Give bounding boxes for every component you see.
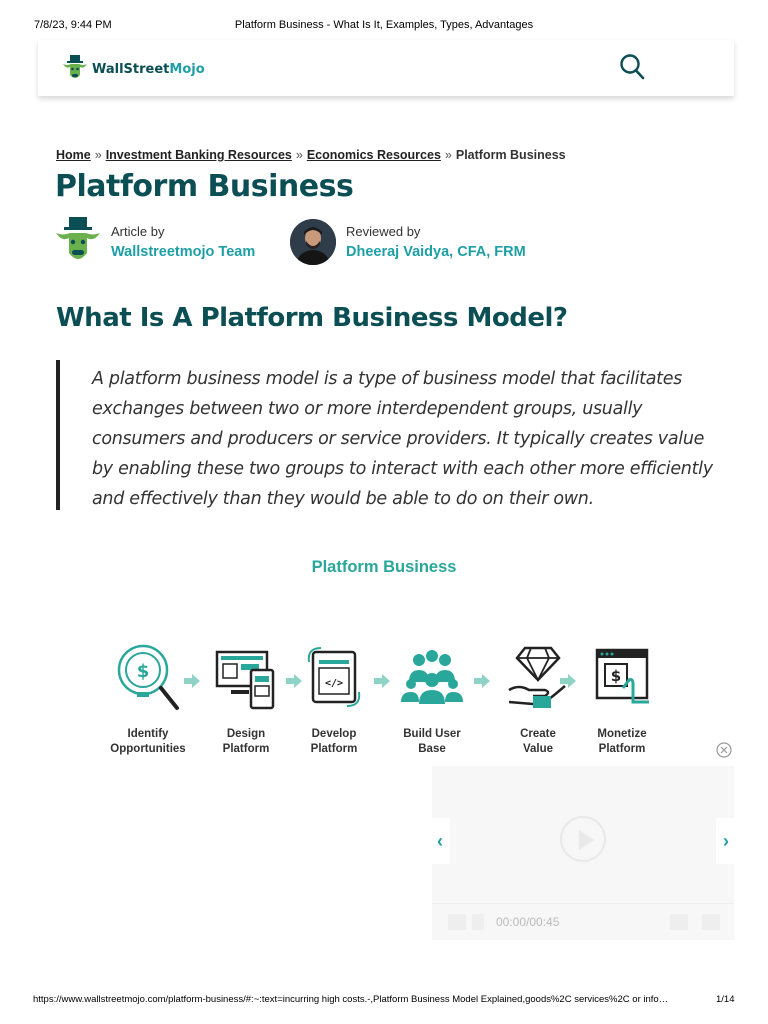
devices-icon — [215, 650, 275, 710]
close-icon[interactable] — [716, 742, 732, 758]
lightbulb-dollar-icon: $ — [117, 644, 179, 710]
site-logo[interactable]: WallStreetMojo — [62, 55, 205, 83]
browser-dollar-icon: $ — [595, 648, 649, 704]
reviewer-avatar — [290, 219, 336, 265]
video-settings-control[interactable] — [670, 914, 688, 930]
video-player[interactable]: 00:00/00:45 — [432, 766, 734, 940]
definition-text: A platform business model is a type of b… — [92, 369, 713, 509]
print-footer: https://www.wallstreetmojo.com/platform-… — [0, 986, 768, 1016]
site-header: WallStreetMojo — [38, 40, 734, 96]
carousel-next-button[interactable]: › — [716, 818, 736, 864]
video-time: 00:00/00:45 — [496, 915, 560, 929]
svg-text:</>: </> — [325, 678, 343, 689]
arrow-right-icon — [184, 674, 200, 688]
print-date: 7/8/23, 9:44 PM — [34, 19, 112, 31]
arrow-right-icon — [374, 674, 390, 688]
figure-title: Platform Business — [311, 558, 457, 576]
print-title: Platform Business - What Is It, Examples… — [234, 19, 534, 31]
section-heading: What Is A Platform Business Model? — [56, 303, 568, 333]
breadcrumb-separator: » — [444, 148, 452, 162]
video-controls: 00:00/00:45 — [432, 903, 734, 940]
breadcrumb-separator: » — [94, 148, 102, 162]
author-role: Article by — [111, 224, 165, 239]
author-byline: Article by Wallstreetmojo Team — [55, 216, 255, 268]
breadcrumb-separator: » — [295, 148, 303, 162]
breadcrumb-home[interactable]: Home — [56, 148, 91, 162]
reviewer-byline: Reviewed by Dheeraj Vaidya, CFA, FRM — [290, 216, 526, 268]
print-header: 7/8/23, 9:44 PM Platform Business - What… — [0, 0, 768, 40]
reviewer-role: Reviewed by — [346, 224, 421, 239]
author-avatar-icon — [56, 217, 100, 259]
code-window-icon: </> — [307, 647, 361, 707]
arrow-right-icon — [474, 674, 490, 688]
arrow-right-icon — [560, 674, 576, 688]
video-fullscreen-control[interactable] — [702, 914, 720, 930]
page-title: Platform Business — [55, 169, 354, 204]
hand-diamond-icon — [508, 646, 566, 708]
carousel-prev-button[interactable]: ‹ — [430, 818, 450, 864]
breadcrumb-current: Platform Business — [455, 148, 566, 162]
reviewer-name-link[interactable]: Dheeraj Vaidya, CFA, FRM — [346, 244, 526, 260]
user-group-icon — [401, 650, 463, 704]
breadcrumb-economics[interactable]: Economics Resources — [306, 148, 441, 162]
arrow-right-icon — [286, 674, 302, 688]
svg-text:$: $ — [611, 667, 621, 685]
video-play-control[interactable] — [448, 914, 466, 930]
definition-blockquote: A platform business model is a type of b… — [56, 360, 716, 510]
author-name-link[interactable]: Wallstreetmojo Team — [111, 244, 256, 260]
search-icon[interactable] — [618, 52, 646, 82]
logo-text: WallStreetMojo — [92, 61, 205, 77]
play-button[interactable] — [560, 816, 606, 862]
bull-logo-icon — [63, 55, 87, 78]
svg-text:$: $ — [137, 661, 150, 682]
print-page-number: 1/14 — [716, 994, 735, 1005]
breadcrumb-investment-banking[interactable]: Investment Banking Resources — [105, 148, 292, 162]
print-url: https://www.wallstreetmojo.com/platform-… — [33, 994, 669, 1005]
breadcrumb: Home»Investment Banking Resources»Econom… — [56, 148, 566, 162]
video-volume-control[interactable] — [472, 914, 484, 930]
reviewer-photo-icon — [290, 219, 336, 265]
